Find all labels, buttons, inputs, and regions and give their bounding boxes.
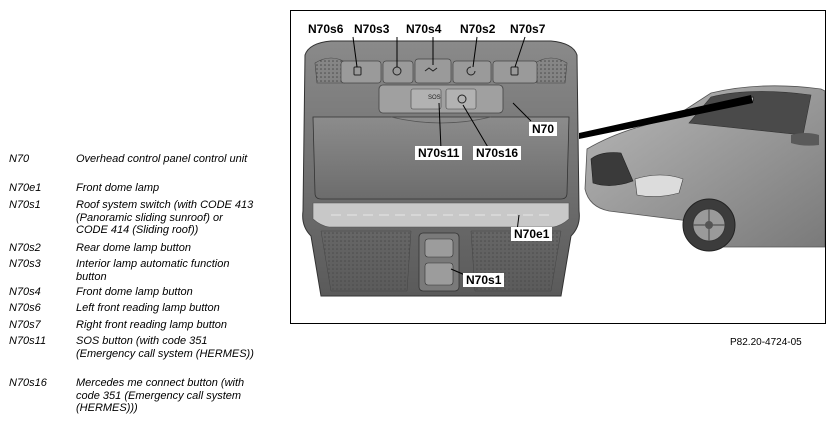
sos-button-text: SOS <box>428 95 441 101</box>
connector-line <box>579 95 753 139</box>
legend-code: N70s6 <box>9 302 41 314</box>
legend-desc: SOS button (with code 351 (Emergency cal… <box>76 335 254 360</box>
callout-n70e1: N70e1 <box>511 227 553 241</box>
legend-desc: Mercedes me connect button (with code 35… <box>76 377 245 414</box>
callout-n70s11: N70s11 <box>415 146 463 160</box>
callout-n70s4: N70s4 <box>406 22 442 36</box>
legend-desc: Right front reading lamp button <box>76 319 228 331</box>
legend-desc: Roof system switch (with CODE 413 (Panor… <box>76 199 254 236</box>
legend-desc: Front dome lamp button <box>76 286 193 298</box>
callout-n70s7: N70s7 <box>510 22 546 36</box>
legend: N70 Overhead control panel control unit … <box>0 0 290 427</box>
figure-reference: P82.20-4724-05 <box>730 337 802 348</box>
callout-leaders <box>352 36 532 276</box>
legend-desc: Rear dome lamp button <box>76 242 191 254</box>
legend-desc: Interior lamp automatic function button <box>76 258 230 283</box>
car-illustration <box>584 85 825 252</box>
callout-n70s16: N70s16 <box>473 146 522 160</box>
legend-code: N70s16 <box>9 377 47 389</box>
legend-code: N70s4 <box>9 286 41 298</box>
legend-desc: Overhead control panel control unit <box>76 153 248 165</box>
legend-code: N70 <box>9 153 30 165</box>
legend-desc: Left front reading lamp button <box>76 302 220 314</box>
callout-n70s3: N70s3 <box>354 22 390 36</box>
legend-desc: Front dome lamp <box>76 182 160 194</box>
legend-code: N70s3 <box>9 258 41 270</box>
overhead-panel <box>302 40 580 297</box>
diagram-figure: N70s6 N70s3 N70s4 N70s2 N70s7 N70 N70s11… <box>290 10 826 324</box>
callout-n70s6: N70s6 <box>308 22 344 36</box>
legend-code: N70s1 <box>9 199 41 211</box>
legend-code: N70s2 <box>9 242 41 254</box>
callout-n70s2: N70s2 <box>460 22 496 36</box>
callout-n70s1: N70s1 <box>463 273 505 287</box>
callout-n70: N70 <box>529 122 558 136</box>
legend-code: N70e1 <box>9 182 42 194</box>
legend-code: N70s7 <box>9 319 41 331</box>
diagram-illustration <box>302 36 825 297</box>
legend-code: N70s11 <box>9 335 47 347</box>
